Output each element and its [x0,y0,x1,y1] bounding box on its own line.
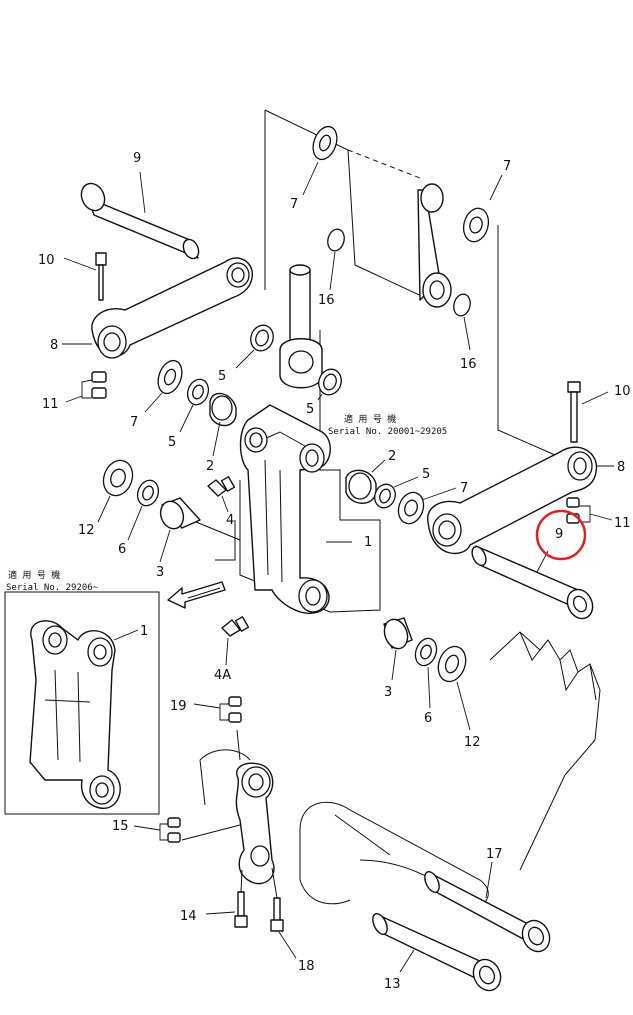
callout-7-top: 7 [290,197,298,212]
pin-boss-top-right [417,183,452,308]
bushing-2-left [209,392,237,457]
nut-11-upper [65,371,107,403]
arm-1-main [239,404,352,614]
assembly-outline [215,109,556,613]
callout-18: 18 [298,959,315,974]
direction-arrow [167,581,226,609]
bucket-outline [489,631,601,871]
callout-12-right: 12 [464,735,481,750]
callout-19: 19 [170,699,187,714]
serial-note-upper: Serial No. 20001~29205 [328,427,447,437]
callout-7-top-right: 7 [503,159,511,174]
washer-12-left [97,459,134,523]
callout-5-c: 5 [168,435,176,450]
washer-7-top [302,125,338,196]
seal-16-b [453,293,471,351]
highlight-circle [535,509,587,561]
serial-note-jp-inset: 適 用 号 機 [8,569,60,581]
callout-11-right: 11 [614,516,631,531]
callout-16-b: 16 [460,357,477,372]
callout-14: 14 [180,909,197,924]
washer-7-left [144,359,183,413]
link-8-right [427,446,614,555]
pin-9-right [471,545,594,620]
callout-8-right: 8 [617,460,625,475]
callout-1-main: 1 [364,535,372,550]
bolt-10-upper [63,252,107,301]
pin-13 [372,913,502,992]
pin-9-upper [80,171,200,260]
washer-7-right [397,487,457,525]
nut-15 [133,817,241,843]
callout-12-left: 12 [78,523,95,538]
callout-8-upper: 8 [50,338,58,353]
seal-5-a [235,324,274,369]
callout-13: 13 [384,977,401,992]
callout-2-left: 2 [206,459,214,474]
callout-10-upper: 10 [38,253,55,268]
callout-11-upper: 11 [42,397,59,412]
washer-7-top-right [462,174,503,243]
callout-5-d: 5 [422,467,430,482]
serial-note-jp-upper: 適 用 号 機 [344,413,396,425]
inset-variant-box [4,591,160,815]
callout-7-left: 7 [130,415,138,430]
seal-5-d [374,476,419,509]
grease-fitting-4a [221,616,250,666]
nut-11-right [566,497,613,524]
serial-note-inset: Serial No. 29206~ [6,583,99,593]
link-8-upper [62,257,253,359]
callout-4a: 4A [214,668,231,683]
callout-9-right: 9 [555,527,563,542]
grease-fitting-4 [207,476,236,513]
callout-3-left: 3 [156,565,164,580]
washer-12-right [437,645,471,731]
cylinder-rod [279,264,323,389]
seal-6-left [127,479,160,541]
callout-4: 4 [226,513,234,528]
seal-16-a [327,228,345,291]
seal-5-b [317,368,342,401]
bolt-10-right [567,381,609,443]
callout-9-upper: 9 [133,151,141,166]
callout-6-right: 6 [424,711,432,726]
callout-15: 15 [112,819,129,834]
serial-notes: 適 用 号 機 Serial No. 20001~29205 適 用 号 機 S… [6,413,447,593]
bushing-3-right [383,617,413,681]
seal-6-right [414,637,438,709]
bolt-18 [270,867,297,959]
callout-10-right: 10 [614,384,631,399]
bolt-14 [205,869,248,928]
seal-5-c [179,378,210,433]
callout-5-a: 5 [218,369,226,384]
callout-17: 17 [486,847,503,862]
lower-bracket [199,749,489,909]
callout-3-right: 3 [384,685,392,700]
pin-17 [424,861,551,953]
callout-16-a: 16 [318,293,335,308]
callout-7-right: 7 [460,481,468,496]
nut-19 [193,696,242,761]
callout-6-left: 6 [118,542,126,557]
callout-1-inset: 1 [140,624,148,639]
callout-5-b: 5 [306,402,314,417]
bushing-2-right [345,459,386,504]
callout-2-right: 2 [388,449,396,464]
bushing-3-left [159,497,241,563]
callout-labels: 9 10 8 11 7 7 16 16 5 5 7 5 2 2 5 7 12 6… [38,151,631,992]
